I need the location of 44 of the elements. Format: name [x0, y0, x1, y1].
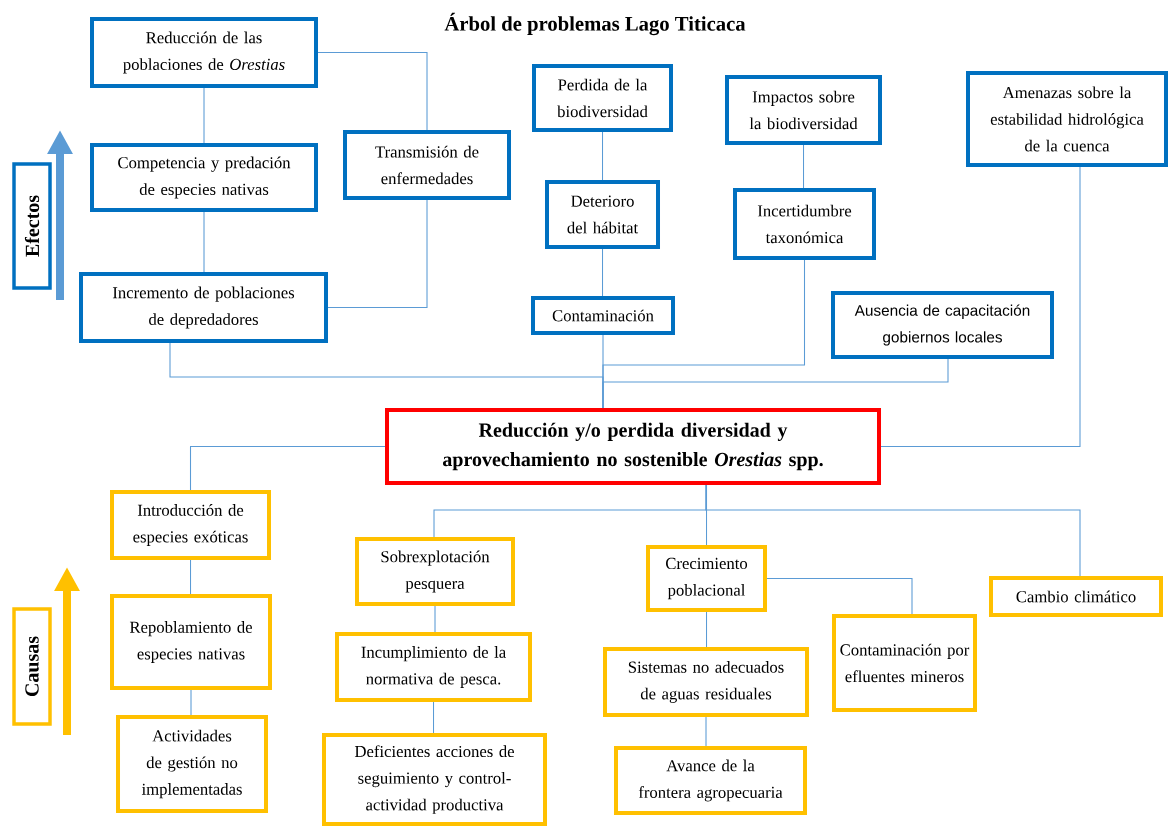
connector-line [432, 701, 435, 734]
effect-box: Ausencia de capacitación gobiernos locales [831, 291, 1054, 359]
effect-box: Perdida de la biodiversidad [532, 64, 673, 132]
cause-box: Actividades de gestión no implementadas [116, 715, 268, 813]
cause-box: Repoblamiento de especies nativas [110, 594, 272, 690]
effect-box: Reducción de las poblaciones de Orestias [90, 17, 318, 88]
connector-line [766, 577, 913, 615]
connector-line [434, 605, 436, 633]
effect-box: Impactos sobre la biodiversidad [725, 75, 882, 145]
effect-box: Incremento de poblaciones de depredadores [79, 272, 328, 343]
connector-line [189, 445, 386, 491]
connector-line [705, 484, 1081, 577]
connector-line [705, 716, 707, 747]
cause-box: Sobrexplotación pesquera [355, 537, 515, 606]
connector-line [190, 689, 192, 716]
section-label-box: Causas [12, 607, 52, 726]
connector-line [601, 248, 604, 297]
cause-box: Incumplimiento de la normativa de pesca. [335, 632, 532, 702]
cause-box: Sistemas no adecuados de aguas residuales [603, 647, 809, 717]
connector-line [203, 87, 205, 144]
connector-line [880, 166, 1081, 448]
cause-box: Introducción de especies exóticas [110, 490, 271, 560]
cause-box: Crecimiento poblacional [646, 545, 767, 612]
cause-box: Contaminación por efluentes mineros [832, 614, 977, 712]
connector-line [317, 51, 428, 131]
effect-box: Amenazas sobre la estabilidad hidrológica de la cuenca [966, 71, 1168, 167]
effect-box: Transmisión de enfermedades [343, 130, 511, 200]
cause-box: Avance de la frontera agropecuaria [614, 746, 807, 815]
connector-line [705, 611, 708, 648]
effect-box: Contaminación [531, 296, 675, 335]
connector-line [203, 211, 205, 273]
effect-box: Competencia y predación de especies nativas [90, 143, 318, 212]
connector-line [327, 199, 428, 309]
connector-line [802, 144, 805, 189]
connector-line [602, 358, 949, 409]
connector-line [601, 131, 604, 181]
title: Árbol de problemas Lago Titicaca [444, 12, 746, 36]
section-label-box: Efectos [12, 162, 52, 290]
connector-line [189, 559, 192, 595]
central-problem-box: Reducción y/o perdida diversidad y aprovechamiento no sostenible Orestias spp. [385, 408, 881, 485]
effect-box: Incertidumbre taxonómica [733, 188, 876, 260]
cause-box: Cambio climático [989, 576, 1163, 617]
effect-box: Deterioro del hábitat [545, 180, 660, 249]
cause-box: Deficientes acciones de seguimiento y control-actividad productiva [322, 733, 547, 826]
